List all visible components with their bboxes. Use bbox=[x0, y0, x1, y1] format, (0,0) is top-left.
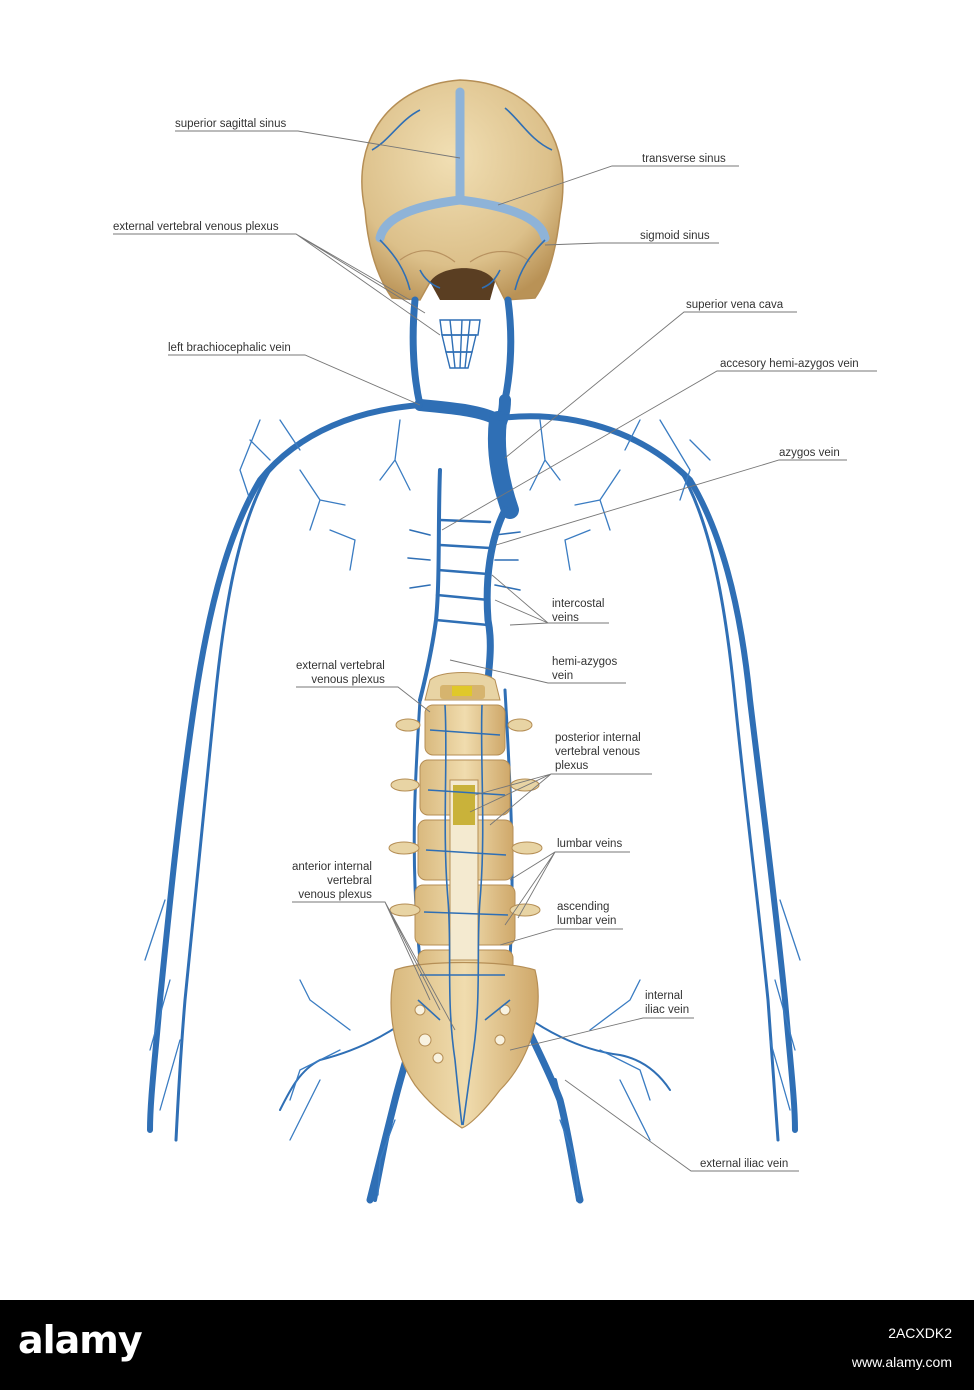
label-line: hemi-azygos bbox=[552, 656, 618, 668]
skull-veins bbox=[371, 107, 553, 291]
stock-url: www.alamy.com bbox=[851, 1354, 952, 1370]
label-posterior-internal-vertebral-venous-plexus: posterior internal vertebral venous plex… bbox=[555, 731, 641, 773]
label-sigmoid-sinus: sigmoid sinus bbox=[640, 230, 710, 242]
leader-lines bbox=[113, 130, 877, 1172]
label-line: internal bbox=[645, 990, 683, 1002]
label-external-vertebral-venous-plexus-top: external vertebral venous plexus bbox=[113, 221, 279, 233]
label-line: iliac vein bbox=[645, 1004, 690, 1016]
label-external-vertebral-venous-plexus-mid: external vertebral venous plexus bbox=[296, 659, 385, 687]
label-lumbar-veins: lumbar veins bbox=[557, 838, 623, 850]
alamy-logo: alamy bbox=[18, 1318, 143, 1362]
label-hemi-azygos-vein: hemi-azygos vein bbox=[552, 655, 617, 683]
label-anterior-internal-vertebral-venous-plexus: anterior internal vertebral venous plexu… bbox=[292, 860, 372, 902]
label-line: anterior internal bbox=[292, 861, 372, 873]
label-line: venous plexus bbox=[311, 674, 385, 686]
label-internal-iliac-vein: internal iliac vein bbox=[645, 989, 689, 1017]
label-intercostal-veins: intercostal veins bbox=[552, 597, 604, 625]
label-ascending-lumbar-vein: ascending lumbar vein bbox=[557, 900, 616, 928]
image-id: 2ACXDK2 bbox=[888, 1325, 952, 1341]
label-transverse-sinus: transverse sinus bbox=[642, 153, 726, 165]
label-line: external vertebral bbox=[296, 660, 385, 672]
label-line: plexus bbox=[555, 760, 589, 772]
dural-sinuses bbox=[375, 87, 550, 243]
label-line: vein bbox=[552, 670, 574, 682]
label-line: vertebral venous bbox=[555, 746, 641, 758]
label-external-iliac-vein: external iliac vein bbox=[700, 1158, 789, 1170]
neck-venous-plexus bbox=[439, 319, 481, 369]
label-line: veins bbox=[552, 612, 579, 624]
fine-vein-branches bbox=[144, 419, 801, 1196]
label-superior-vena-cava: superior vena cava bbox=[686, 299, 784, 311]
label-accesory-hemi-azygos-vein: accesory hemi-azygos vein bbox=[720, 358, 859, 370]
label-azygos-vein: azygos vein bbox=[779, 447, 840, 459]
label-left-brachiocephalic-vein: left brachiocephalic vein bbox=[168, 342, 291, 354]
label-line: posterior internal bbox=[555, 732, 641, 744]
vertebral-column bbox=[388, 672, 543, 1129]
label-line: vertebral bbox=[327, 875, 372, 887]
label-line: lumbar vein bbox=[557, 915, 617, 927]
anatomy-illustration bbox=[113, 79, 877, 1204]
label-line: ascending bbox=[557, 901, 610, 913]
label-superior-sagittal-sinus: superior sagittal sinus bbox=[175, 118, 287, 130]
label-line: intercostal bbox=[552, 598, 605, 610]
label-line: venous plexus bbox=[298, 889, 372, 901]
stock-watermark-bar: alamy 2ACXDK2 www.alamy.com bbox=[0, 1300, 974, 1390]
